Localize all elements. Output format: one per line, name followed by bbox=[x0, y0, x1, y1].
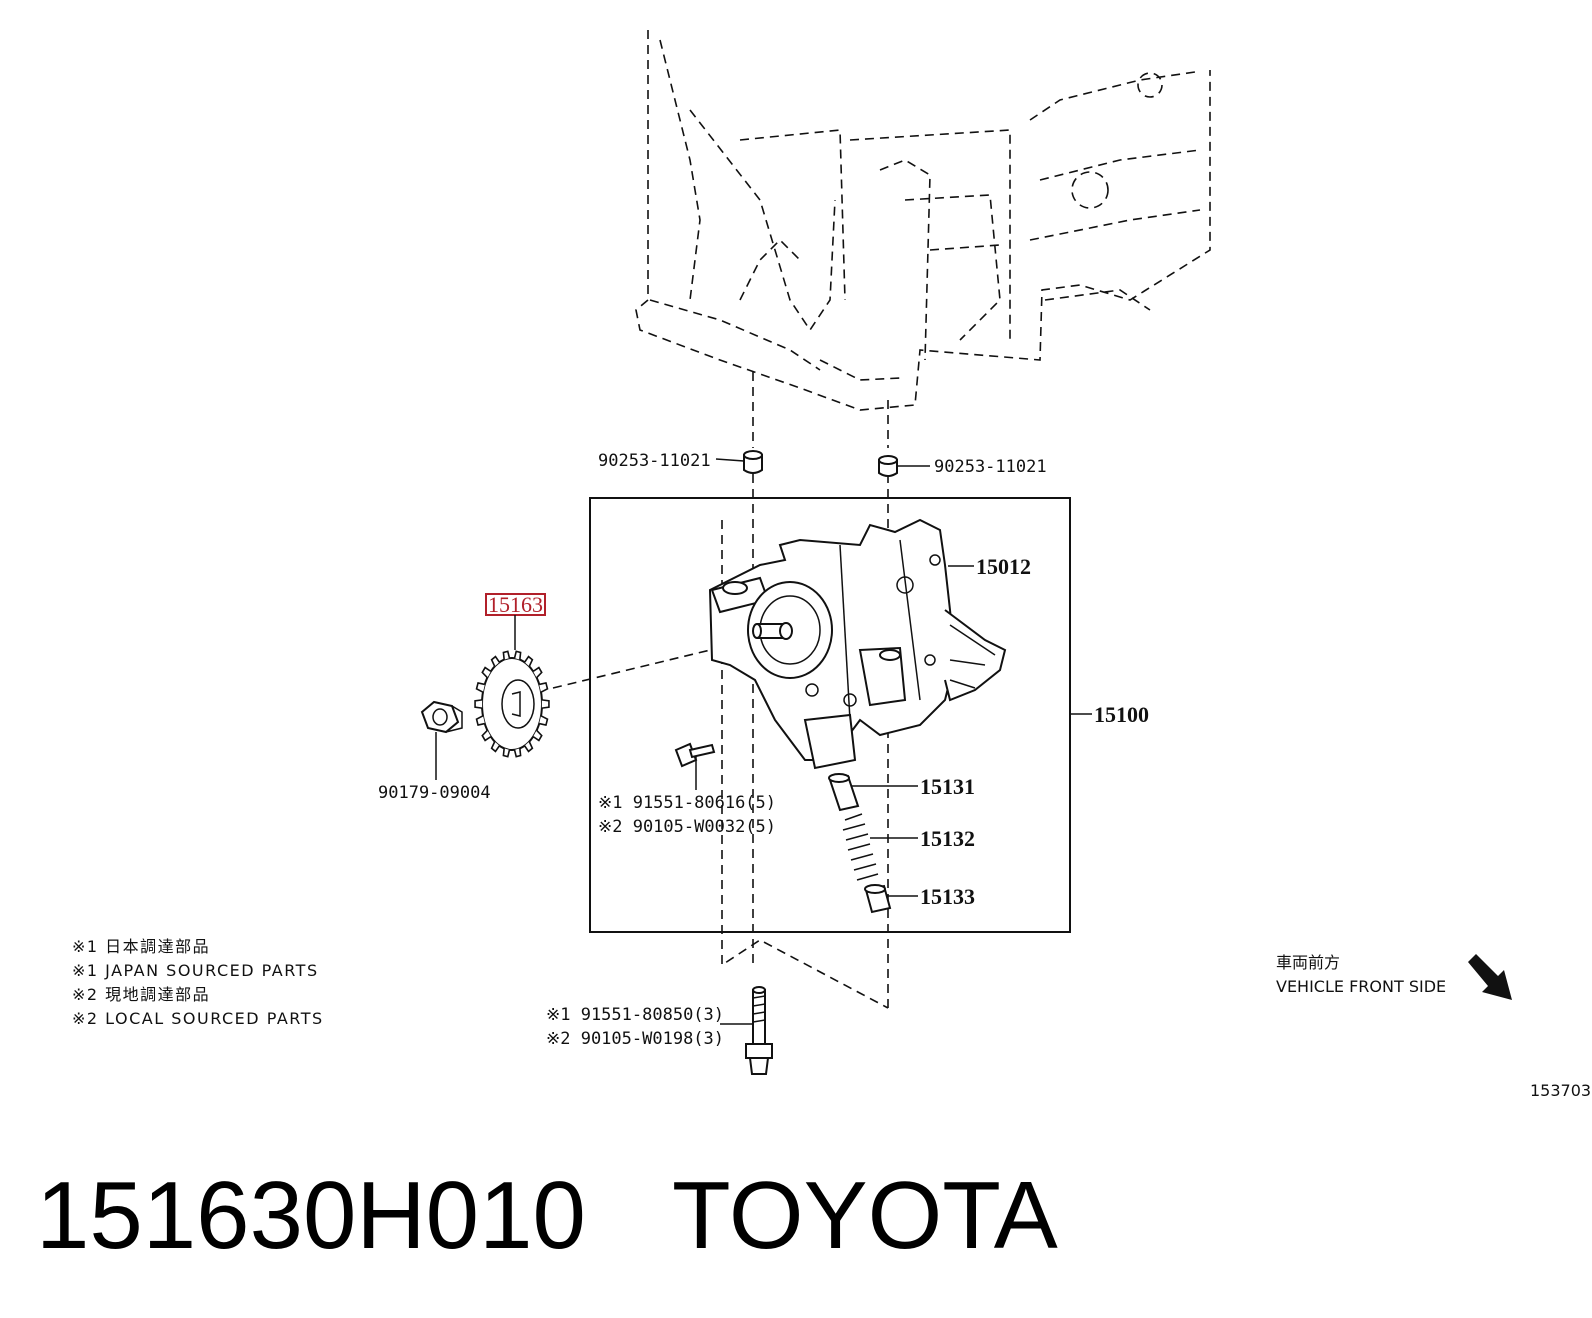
callout-long-bolt-1: ※1 91551-80850(3) bbox=[546, 1005, 724, 1025]
callout-piston: 15131 bbox=[920, 774, 975, 799]
callout-plug: 15133 bbox=[920, 884, 975, 909]
sprocket-tooth bbox=[481, 729, 492, 742]
callout-bushing-left: 90253-11021 bbox=[598, 451, 711, 471]
diagram-id: 153703 bbox=[1530, 1081, 1591, 1100]
front-label-en: VEHICLE FRONT SIDE bbox=[1276, 977, 1446, 996]
note-line-4: ※2 LOCAL SOURCED PARTS bbox=[72, 1009, 324, 1028]
callout-assembly: 15100 bbox=[1094, 702, 1149, 727]
nut-drawing bbox=[420, 700, 463, 734]
callout-long-bolt-2: ※2 90105-W0198(3) bbox=[546, 1029, 724, 1049]
oil-pump-drawing bbox=[708, 518, 1007, 770]
small-bolt-drawing bbox=[674, 742, 716, 768]
sprocket-tooth bbox=[513, 748, 522, 758]
assembly-frame bbox=[589, 497, 1071, 933]
sprocket-tooth bbox=[538, 715, 549, 727]
callout-cover: 15012 bbox=[976, 554, 1031, 579]
sprocket-tooth bbox=[474, 699, 483, 709]
relief-piston-drawing bbox=[828, 773, 860, 812]
sprocket-tooth bbox=[538, 681, 549, 693]
sprocket-tooth bbox=[475, 715, 486, 727]
note-line-2: ※1 JAPAN SOURCED PARTS bbox=[72, 961, 319, 980]
sprocket-tooth bbox=[475, 681, 486, 693]
callout-sprocket: 15163 bbox=[488, 592, 543, 617]
part-number-caption: 151630H010 bbox=[36, 1162, 586, 1269]
sprocket-tooth bbox=[523, 741, 534, 753]
note-line-1: ※1 日本調達部品 bbox=[72, 937, 210, 956]
sprocket-tooth bbox=[481, 666, 492, 679]
sprocket-tooth bbox=[502, 748, 511, 758]
sprocket-drawing bbox=[474, 650, 550, 758]
callout-nut: 90179-09004 bbox=[378, 783, 491, 803]
relief-plug-drawing bbox=[864, 884, 892, 914]
long-bolt-drawing bbox=[745, 986, 773, 1075]
sprocket-tooth bbox=[502, 650, 511, 660]
engine-block-drawing bbox=[635, 30, 1211, 411]
sprocket-tooth bbox=[490, 655, 501, 667]
callout-bushing-right: 90253-11021 bbox=[934, 457, 1047, 477]
callout-spring: 15132 bbox=[920, 826, 975, 851]
callout-small-bolt-1: ※1 91551-80616(5) bbox=[598, 793, 776, 813]
sprocket-tooth bbox=[523, 655, 534, 667]
brand-caption: TOYOTA bbox=[672, 1162, 1058, 1269]
sprocket-tooth bbox=[532, 666, 543, 679]
front-label-jp: 車両前方 bbox=[1276, 953, 1340, 972]
relief-spring-drawing bbox=[842, 813, 879, 881]
sprocket-tooth bbox=[532, 729, 543, 742]
sprocket-tooth bbox=[541, 699, 550, 709]
bushing-left bbox=[743, 450, 763, 474]
sprocket-tooth bbox=[513, 650, 522, 660]
arrow-down-right-icon bbox=[1468, 954, 1512, 1000]
callout-small-bolt-2: ※2 90105-W0032(5) bbox=[598, 817, 776, 837]
bushing-right bbox=[878, 455, 898, 477]
note-line-3: ※2 現地調達部品 bbox=[72, 985, 210, 1004]
sprocket-tooth bbox=[490, 741, 501, 753]
guide-lines bbox=[552, 372, 889, 1009]
